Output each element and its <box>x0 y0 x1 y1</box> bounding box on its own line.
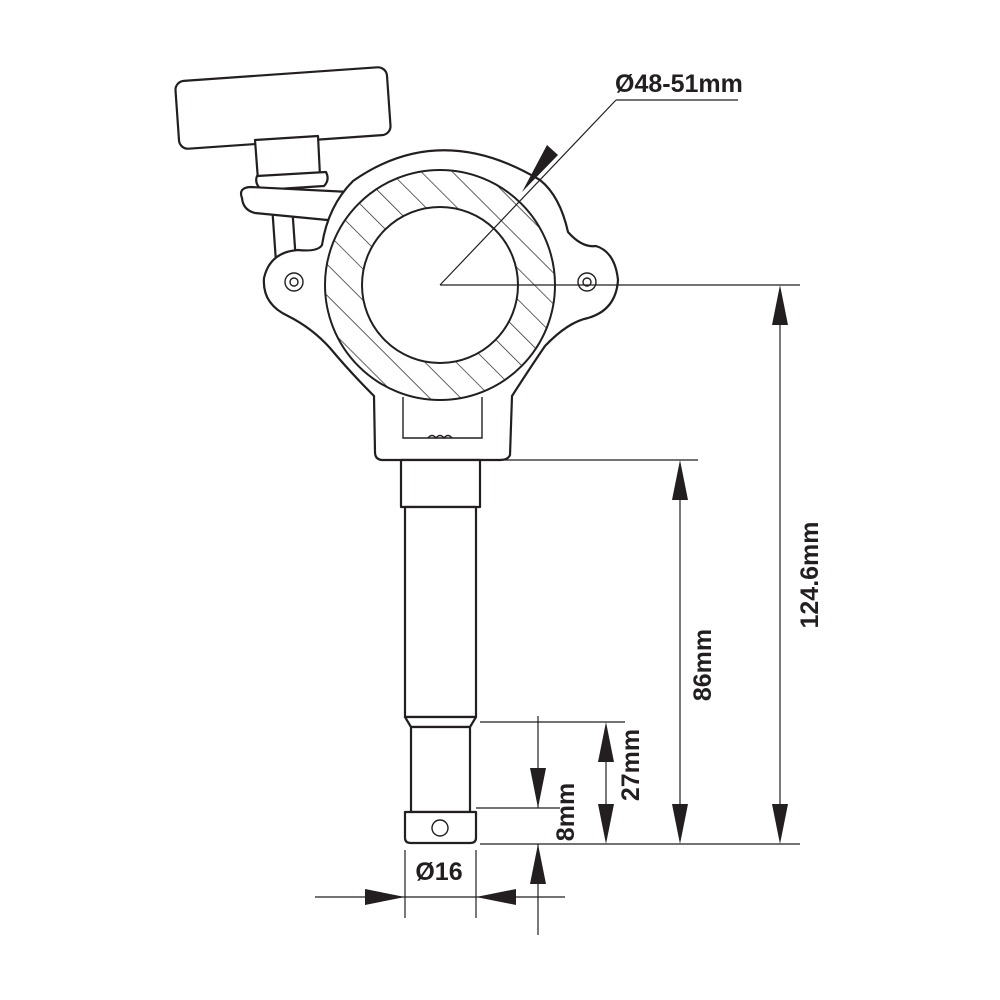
ring-diameter-dimension: Ø48-51mm <box>439 70 743 286</box>
left-pivot-pin <box>284 272 304 292</box>
spigot-collar <box>399 458 482 509</box>
right-pivot-pin <box>577 272 597 292</box>
ring-diameter-label: Ø48-51mm <box>615 70 743 98</box>
notch-teeth <box>427 434 453 440</box>
spigot-taper <box>403 715 478 729</box>
spigot <box>399 458 482 845</box>
collar-notch <box>402 397 483 439</box>
spigot-tip <box>403 810 478 845</box>
total-height-dimension: 124.6mm <box>480 285 824 845</box>
spigot-groove <box>409 725 472 814</box>
total-height-label: 124.6mm <box>796 521 824 628</box>
knob-washer <box>255 170 329 192</box>
groove-length-label: 27mm <box>617 729 645 801</box>
spigot-length-label: 86mm <box>689 629 717 701</box>
spigot-cross-hole <box>431 819 449 837</box>
spigot-length-dimension: 86mm <box>480 459 717 844</box>
spigot-diameter-dimension: Ø16 <box>315 850 565 918</box>
groove-length-dimension: 27mm <box>480 721 645 844</box>
tip-length-label: 8mm <box>552 783 580 841</box>
spigot-shaft <box>403 505 478 719</box>
wing-knob <box>174 66 392 150</box>
clamp-body <box>174 66 620 462</box>
spigot-diameter-label: Ø16 <box>415 858 462 886</box>
tip-length-dimension: 8mm <box>476 716 580 935</box>
